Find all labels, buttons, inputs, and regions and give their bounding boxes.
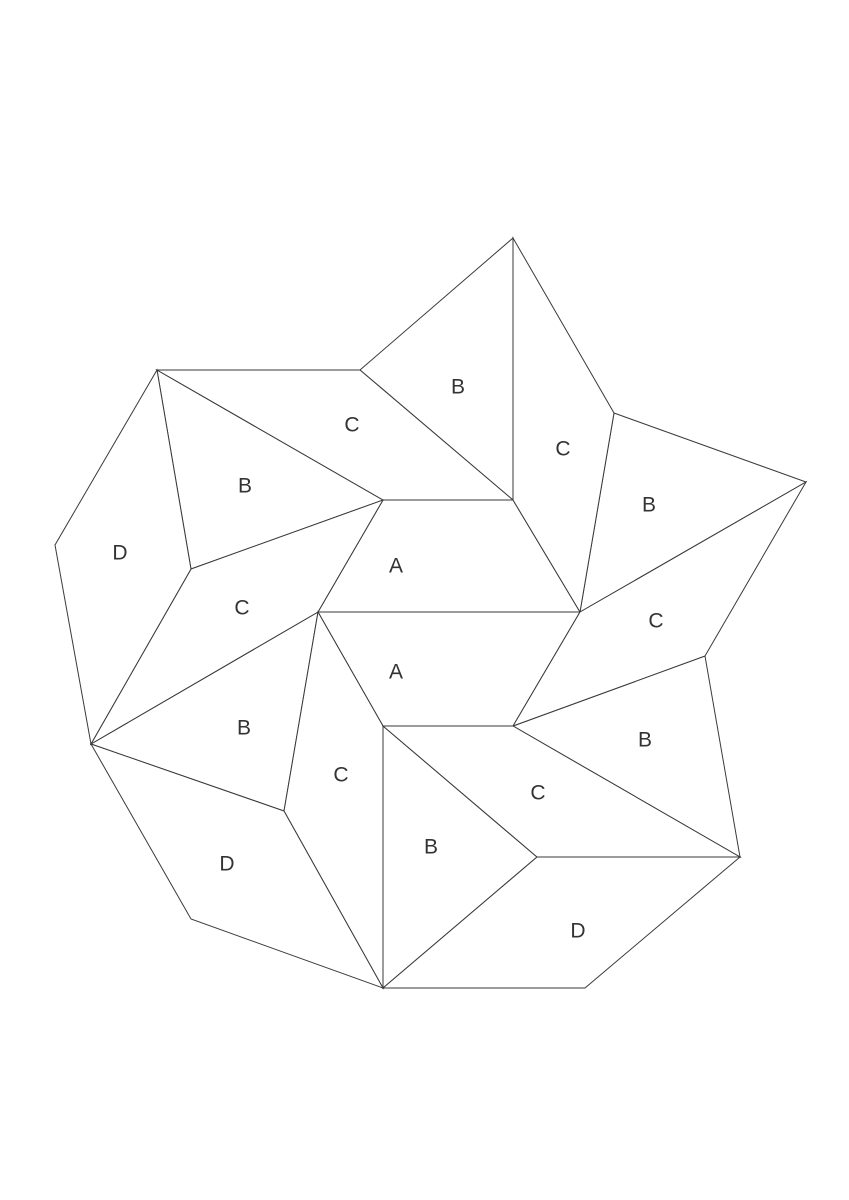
piece-c-lower-left: C xyxy=(283,610,384,990)
piece-label: C xyxy=(530,782,545,805)
piece-label: D xyxy=(219,853,234,876)
piece-label: D xyxy=(112,542,127,565)
piece-label: D xyxy=(570,920,585,943)
piece-label: C xyxy=(344,414,359,437)
piece-label: B xyxy=(638,729,652,752)
piece-label: B xyxy=(424,836,438,859)
piece-label: A xyxy=(389,555,403,578)
piece-c-right: C xyxy=(511,480,808,727)
piece-label: C xyxy=(555,438,570,461)
piece-label: B xyxy=(237,717,251,740)
piece-label: B xyxy=(642,494,656,517)
piece-label: B xyxy=(451,376,465,399)
piece-d-bottom: D xyxy=(381,856,742,989)
piece-label: B xyxy=(238,475,252,498)
piece-label: A xyxy=(389,661,403,684)
piece-label: C xyxy=(333,764,348,787)
piece-label: C xyxy=(234,597,249,620)
piece-label: C xyxy=(648,610,663,633)
